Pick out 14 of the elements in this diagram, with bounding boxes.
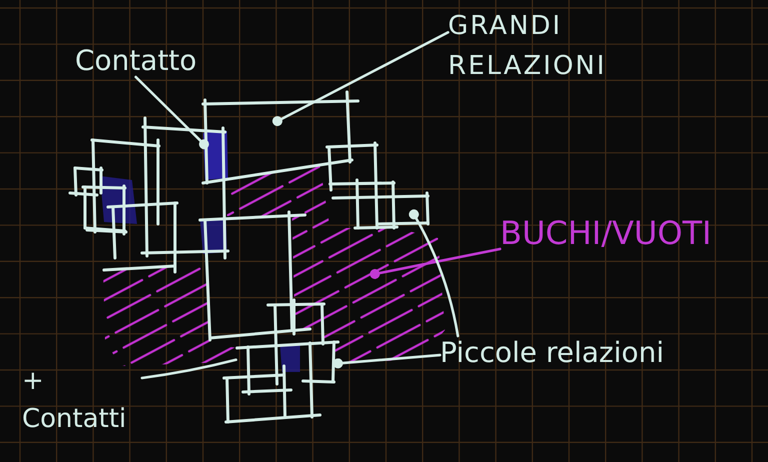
annotation-text: Contatto bbox=[75, 44, 197, 77]
leader-line bbox=[370, 248, 502, 279]
leader-line bbox=[408, 209, 460, 338]
leader-line bbox=[333, 354, 442, 368]
small-square-cluster bbox=[326, 142, 430, 230]
annotation-text: GRANDI RELAZIONI bbox=[448, 6, 628, 86]
annotation-text: Piccole relazioni bbox=[440, 336, 664, 369]
leader-line bbox=[134, 76, 209, 150]
leader-line bbox=[272, 31, 450, 126]
leader-line bbox=[140, 358, 238, 380]
annotation-text: + Contatti bbox=[22, 362, 142, 438]
small-square-cluster bbox=[222, 298, 340, 424]
annotation-text: BUCHI/VUOTI bbox=[500, 214, 712, 252]
large-square bbox=[202, 90, 360, 184]
